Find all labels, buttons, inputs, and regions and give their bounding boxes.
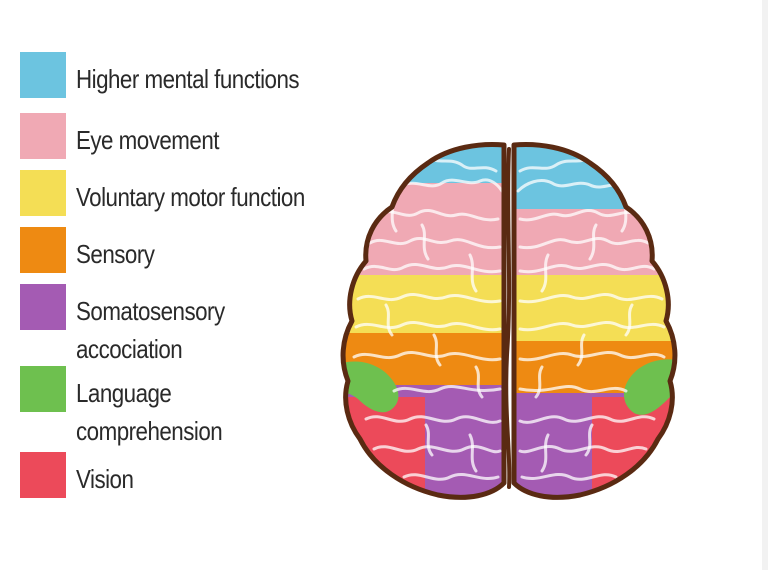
- legend-swatch-somatosensory-association: [20, 284, 66, 330]
- brain-illustration: [340, 142, 678, 500]
- legend-swatch-eye-movement: [20, 113, 66, 159]
- legend-label-line: Sensory: [76, 239, 155, 269]
- left-hemisphere: [343, 144, 504, 498]
- left-hemisphere-outline: [340, 142, 507, 500]
- legend-swatch-higher-mental-functions: [20, 52, 66, 98]
- brain-diagram: [330, 135, 690, 505]
- legend-label-line: Language: [76, 378, 172, 408]
- legend-label-line: Vision: [76, 464, 134, 494]
- legend-label-line: Higher mental functions: [76, 64, 300, 94]
- legend-swatch-language-comprehension: [20, 366, 66, 412]
- legend-label-eye-movement: Eye movement: [76, 121, 219, 159]
- legend-label-somatosensory-association: Somatosensory accociation: [76, 292, 225, 368]
- region-eye-movement-left: [343, 183, 504, 283]
- longitudinal-fissure: [504, 147, 512, 489]
- right-hemisphere-outline: [511, 142, 678, 500]
- legend-label-higher-mental-functions: Higher mental functions: [76, 60, 300, 98]
- legend-label-line: accociation: [76, 334, 183, 364]
- legend-swatch-voluntary-motor-function: [20, 170, 66, 216]
- legend-label-sensory: Sensory: [76, 235, 155, 273]
- legend-swatch-vision: [20, 452, 66, 498]
- legend-label-language-comprehension: Language comprehension: [76, 374, 223, 450]
- legend-label-voluntary-motor-function: Voluntary motor function: [76, 178, 305, 216]
- legend-label-line: Eye movement: [76, 125, 219, 155]
- region-voluntary-motor-right: [514, 275, 675, 345]
- legend-label-vision: Vision: [76, 460, 134, 498]
- legend-swatch-sensory: [20, 227, 66, 273]
- legend-label-line: Somatosensory: [76, 296, 225, 326]
- legend-label-line: comprehension: [76, 416, 223, 446]
- brain-folds-left: [352, 155, 504, 481]
- legend-label-line: Voluntary motor function: [76, 182, 305, 212]
- brain-folds-right: [516, 155, 666, 481]
- right-edge: [762, 0, 768, 570]
- right-hemisphere: [514, 144, 675, 498]
